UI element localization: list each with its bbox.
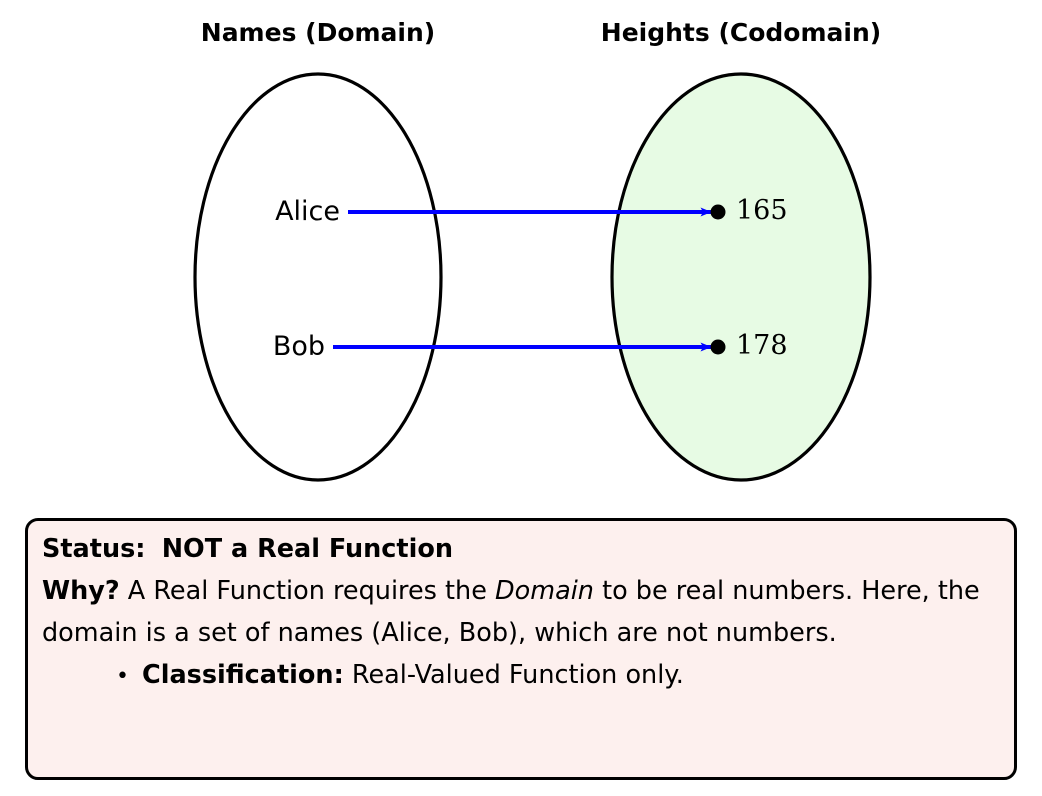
why-text-part1: A Real Function requires the bbox=[119, 576, 496, 606]
classification-bullet-item: • Classification: Real-Valued Function o… bbox=[42, 654, 1002, 698]
status-box-content: Status: NOT a Real Function Why? A Real … bbox=[42, 528, 1002, 698]
domain-element-alice: Alice bbox=[275, 196, 340, 227]
classification-value: Real-Valued Function only. bbox=[343, 660, 684, 690]
why-emphasis-domain: Domain bbox=[495, 576, 594, 606]
codomain-set-ellipse bbox=[610, 72, 872, 482]
status-line: Status: NOT a Real Function bbox=[42, 528, 1002, 570]
why-text-part2: to be real numbers. Here, the domain is … bbox=[42, 576, 980, 648]
why-explanation: Why? A Real Function requires the Domain… bbox=[42, 570, 1002, 654]
classification-text: Classification: Real-Valued Function onl… bbox=[142, 654, 684, 696]
codomain-element-178: 178 bbox=[736, 330, 788, 361]
status-value: NOT a Real Function bbox=[161, 534, 454, 564]
heading-codomain: Heights (Codomain) bbox=[600, 18, 882, 47]
codomain-element-165: 165 bbox=[736, 195, 788, 226]
bullet-icon: • bbox=[116, 664, 129, 689]
heading-domain: Names (Domain) bbox=[200, 18, 436, 47]
why-label: Why? bbox=[42, 576, 120, 606]
status-explanation-box: Status: NOT a Real Function Why? A Real … bbox=[25, 518, 1017, 780]
codomain-point-165 bbox=[710, 204, 726, 220]
status-label: Status: bbox=[42, 534, 146, 564]
domain-element-bob: Bob bbox=[272, 331, 325, 362]
codomain-point-178 bbox=[710, 339, 726, 355]
domain-set-ellipse bbox=[193, 72, 443, 482]
classification-label: Classification: bbox=[141, 660, 344, 690]
